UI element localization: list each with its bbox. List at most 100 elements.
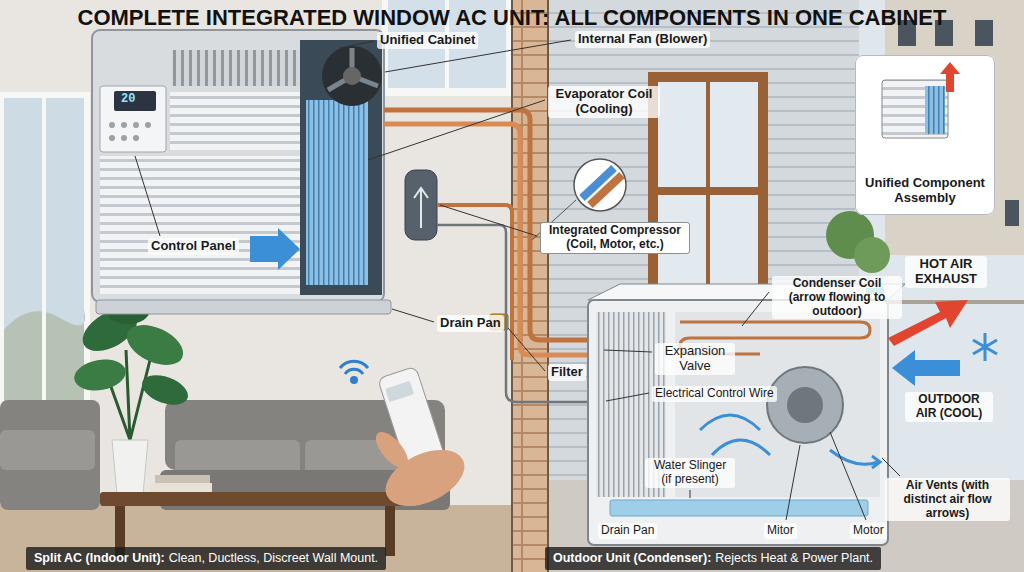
outdoor-unit <box>610 500 868 516</box>
outdoor-unit <box>588 284 905 545</box>
part-label: Unified Cabinet <box>377 32 478 49</box>
inset-illustration <box>940 62 960 92</box>
part-label: Air Vents (with distinct air flow arrows… <box>885 478 1010 521</box>
compressor <box>405 170 437 240</box>
background-building <box>975 20 993 46</box>
part-label: Water Slinger (if present) <box>645 458 735 488</box>
caption-band: Split AC (Indoor Unit):Clean, Ductless, … <box>26 547 386 570</box>
leader-line <box>742 292 769 326</box>
coffee-table <box>100 492 410 506</box>
inset-box: Unified Component Assembly <box>855 55 995 215</box>
plant <box>112 440 148 494</box>
remote-in-hand <box>370 366 473 517</box>
pipe-detail <box>574 159 626 211</box>
pipe-detail <box>590 175 622 205</box>
part-label: Drain Pan <box>598 523 657 539</box>
house-window <box>706 82 710 300</box>
window-ac-unit <box>100 156 300 294</box>
part-label: Motor <box>850 523 887 539</box>
window-ac-unit <box>133 135 139 141</box>
wifi-icon <box>340 361 368 382</box>
remote-in-hand <box>385 381 414 402</box>
wifi-icon <box>340 361 368 368</box>
leader-line <box>508 328 545 371</box>
window-ac-unit <box>250 228 300 270</box>
leader-line <box>440 205 537 236</box>
floor <box>0 505 515 572</box>
background-building <box>1005 200 1019 226</box>
compressor <box>414 188 428 228</box>
window-ac-unit <box>145 122 151 128</box>
wifi-icon <box>345 369 363 374</box>
window-ac-unit <box>322 46 382 106</box>
part-label: Electrical Control Wire <box>652 386 777 402</box>
part-label: OUTDOOR AIR (COOL) <box>905 392 993 422</box>
house-window <box>648 72 768 310</box>
room-wall <box>0 0 515 572</box>
part-label: Condenser Coil (arrow flowing to outdoor… <box>772 276 902 319</box>
room-wall <box>0 0 515 572</box>
outdoor-unit <box>787 387 823 423</box>
part-label: Filter <box>548 364 586 381</box>
box-heading: Outdoor Unit (Condenser): <box>553 551 711 566</box>
window-ac-unit <box>92 30 391 314</box>
window-ac-unit <box>306 100 368 285</box>
window-ac-unit <box>172 50 300 86</box>
sofa <box>0 400 450 510</box>
leader-line <box>606 393 649 401</box>
leader-line <box>786 445 800 520</box>
diagram-title: COMPLETE INTEGRATED WINDOW AC UNIT: ALL … <box>78 6 947 30</box>
house-window <box>648 72 768 310</box>
wifi-icon <box>352 378 357 383</box>
inset-illustration <box>855 55 995 215</box>
part-label: Control Panel <box>148 238 239 255</box>
plant <box>72 296 192 494</box>
display-readout: 20 <box>121 93 135 107</box>
floor <box>0 505 515 572</box>
coffee-table <box>150 483 212 492</box>
plant <box>138 370 192 411</box>
window-ac-unit <box>109 122 115 128</box>
snowflake-icon <box>973 333 997 361</box>
leader-line <box>368 100 545 160</box>
cool-air-arrow <box>892 350 960 386</box>
remote-in-hand <box>370 427 414 474</box>
window-ac-unit <box>121 122 127 128</box>
inset-illustration <box>882 80 948 138</box>
part-label: Integrated Compressor (Coil, Motor, etc.… <box>540 222 690 254</box>
leader-line <box>340 41 374 48</box>
outdoor-unit <box>830 450 880 468</box>
leader-line <box>690 490 691 498</box>
inset-illustration <box>925 86 945 134</box>
part-label: Mitor <box>764 523 797 539</box>
window-ac-unit <box>133 122 139 128</box>
leader-line <box>604 350 652 352</box>
caption-band: Outdoor Unit (Condenser): Rejects Heat & … <box>545 547 881 570</box>
window-ac-unit <box>92 30 384 302</box>
leader-line <box>135 156 160 236</box>
inset-illustration <box>855 55 995 215</box>
leader-line <box>392 309 434 322</box>
box-text: Clean, Ductless, Discreet Wall Mount. <box>169 551 378 566</box>
snowflake-icon <box>973 333 997 361</box>
window-ac-unit <box>328 48 378 90</box>
cool-air-arrow <box>892 350 960 386</box>
window-ac-unit <box>109 135 115 141</box>
outdoor-unit <box>767 367 843 443</box>
part-label: Drain Pan <box>437 315 504 332</box>
part-label: HOT AIR EXHAUST <box>905 256 987 288</box>
sofa <box>0 400 100 510</box>
coffee-table <box>155 475 210 483</box>
box-heading: Unified Component Assembly <box>862 176 988 206</box>
outdoor-unit <box>588 300 888 545</box>
plant <box>121 317 190 373</box>
window-ac-unit <box>343 67 361 85</box>
window-ac-unit <box>121 135 127 141</box>
leader-line <box>830 432 866 520</box>
background-building <box>854 237 890 273</box>
window-ac-unit <box>96 300 391 314</box>
window-ac-unit <box>170 92 300 150</box>
part-label: Evaporator Coil (Cooling) <box>548 86 660 118</box>
box-text: Rejects Heat & Power Plant. <box>715 551 873 566</box>
